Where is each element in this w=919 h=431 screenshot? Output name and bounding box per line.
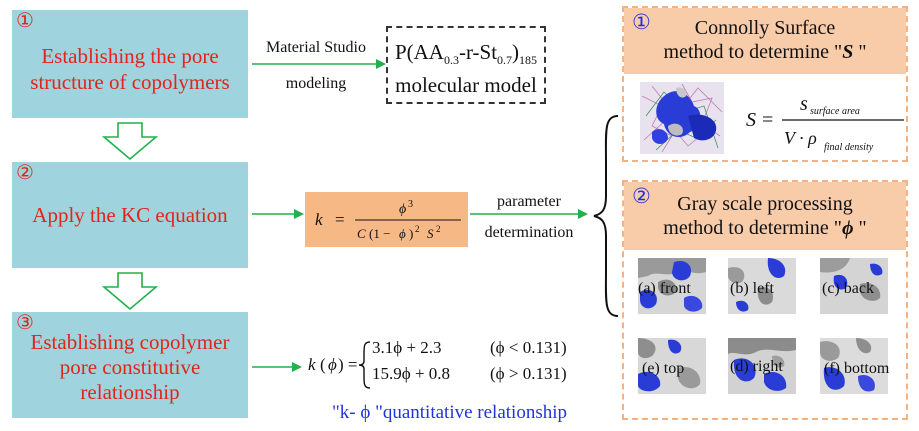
svg-text:k: k xyxy=(308,355,316,374)
kc-equation: k = ϕ 3 C (1 − ϕ ) 2 S 2 xyxy=(315,199,461,241)
view-label-back: (c) back xyxy=(822,280,874,297)
molecular-model-label: molecular model xyxy=(395,73,537,98)
step-2-line-1: Apply the KC equation xyxy=(32,203,228,227)
parameter-label: parameter xyxy=(497,193,561,210)
piecewise-relationship: k ( ϕ ) = xyxy=(308,341,371,389)
svg-text:=: = xyxy=(335,210,345,229)
step-3-line-2: pore constitutive xyxy=(59,355,201,379)
step-2-box: ② Apply the KC equation xyxy=(12,162,248,268)
svg-text:2: 2 xyxy=(436,224,441,234)
down-arrow-2 xyxy=(101,272,159,311)
svg-text:s: s xyxy=(800,93,808,115)
step-1-number: ① xyxy=(16,10,34,32)
view-label-bottom: (f) bottom xyxy=(824,360,890,377)
arrow-kc-to-panels xyxy=(470,209,588,219)
step-1-line-2: structure of copolymers xyxy=(30,70,230,94)
svg-text:ϕ: ϕ xyxy=(399,226,406,241)
curly-brace xyxy=(593,115,619,317)
step-3-box: ③ Establishing copolymer pore constituti… xyxy=(12,312,248,418)
down-arrow-1 xyxy=(101,122,159,161)
relationship-case-2-expr: 15.9ϕ + 0.8 xyxy=(372,364,451,383)
step-1-box: ① Establishing the pore structure of cop… xyxy=(12,10,248,118)
panel-2-number: ② xyxy=(632,184,651,208)
view-label-left: (b) left xyxy=(730,280,774,297)
copolymer-formula: P(AA0.3-r-St0.7)185 xyxy=(394,40,538,68)
step-3-line-3: relationship xyxy=(80,380,180,404)
svg-text:surface area: surface area xyxy=(810,106,860,117)
surface-area-equation: S = s surface area V · ρ final density xyxy=(746,93,904,153)
svg-text:V · ρ: V · ρ xyxy=(784,128,817,148)
svg-text:k: k xyxy=(315,210,323,229)
svg-text:C: C xyxy=(357,226,366,241)
connolly-panel-header: ① Connolly Surface method to determine "… xyxy=(624,8,906,74)
arrow-step2-to-kc xyxy=(252,209,304,219)
panel-1-number: ① xyxy=(632,10,651,34)
step-1-line-1: Establishing the pore xyxy=(41,44,219,68)
connolly-title-line-1: Connolly Surface xyxy=(694,17,836,39)
determination-label: determination xyxy=(484,224,574,241)
svg-text:(1 −: (1 − xyxy=(369,226,390,241)
view-label-top: (e) top xyxy=(642,360,685,377)
relationship-case-1-expr: 3.1ϕ + 2.3 xyxy=(372,338,442,357)
view-tile-bottom xyxy=(820,338,888,394)
arrow-step1-to-model xyxy=(252,59,386,69)
svg-text:2: 2 xyxy=(415,224,420,234)
connolly-surface-image xyxy=(640,82,724,154)
kc-equation-box: k = ϕ 3 C (1 − ϕ ) 2 S 2 xyxy=(305,192,468,247)
grayscale-panel-header: ② Gray scale processing method to determ… xyxy=(624,182,906,250)
relationship-case-2-cond: (ϕ > 0.131) xyxy=(490,364,567,383)
step-3-line-1: Establishing copolymer xyxy=(30,330,230,354)
step-3-number: ③ xyxy=(16,312,34,334)
svg-text:ϕ: ϕ xyxy=(399,202,406,217)
svg-text:S: S xyxy=(427,226,434,241)
view-tile-back xyxy=(820,258,888,314)
view-label-front: (a) front xyxy=(638,280,691,297)
grayscale-title-line-1: Gray scale processing xyxy=(677,193,853,215)
svg-text:S: S xyxy=(746,109,756,131)
svg-text:final density: final density xyxy=(824,142,874,153)
relationship-case-1-cond: (ϕ < 0.131) xyxy=(490,338,567,357)
molecular-model-box: P(AA0.3-r-St0.7)185 molecular model xyxy=(386,26,546,104)
view-tile-top xyxy=(638,338,706,394)
view-label-right: (d) right xyxy=(730,358,783,375)
connolly-panel: ① Connolly Surface method to determine "… xyxy=(622,6,908,162)
arrow-step3-to-relation xyxy=(252,362,302,372)
svg-text:): ) xyxy=(409,226,413,241)
view-tile-right xyxy=(728,338,796,394)
view-tile-left xyxy=(728,258,796,314)
step-2-number: ② xyxy=(16,162,34,184)
modeling-label-top: Material Studio xyxy=(266,39,366,56)
svg-text:=: = xyxy=(762,109,773,131)
svg-text:(: ( xyxy=(320,355,326,374)
grayscale-panel: ② Gray scale processing method to determ… xyxy=(622,180,908,420)
view-tile-front xyxy=(638,258,706,314)
svg-text:3: 3 xyxy=(408,199,413,210)
modeling-label-bottom: modeling xyxy=(285,75,347,92)
grayscale-title-line-2: method to determine "ϕ " xyxy=(663,217,867,239)
connolly-title-line-2: method to determine "S " xyxy=(663,41,867,63)
svg-text:) =: ) = xyxy=(338,355,358,374)
quantitative-relationship-caption: "k- ϕ "quantitative relationship xyxy=(332,402,567,423)
svg-text:ϕ: ϕ xyxy=(328,355,337,374)
